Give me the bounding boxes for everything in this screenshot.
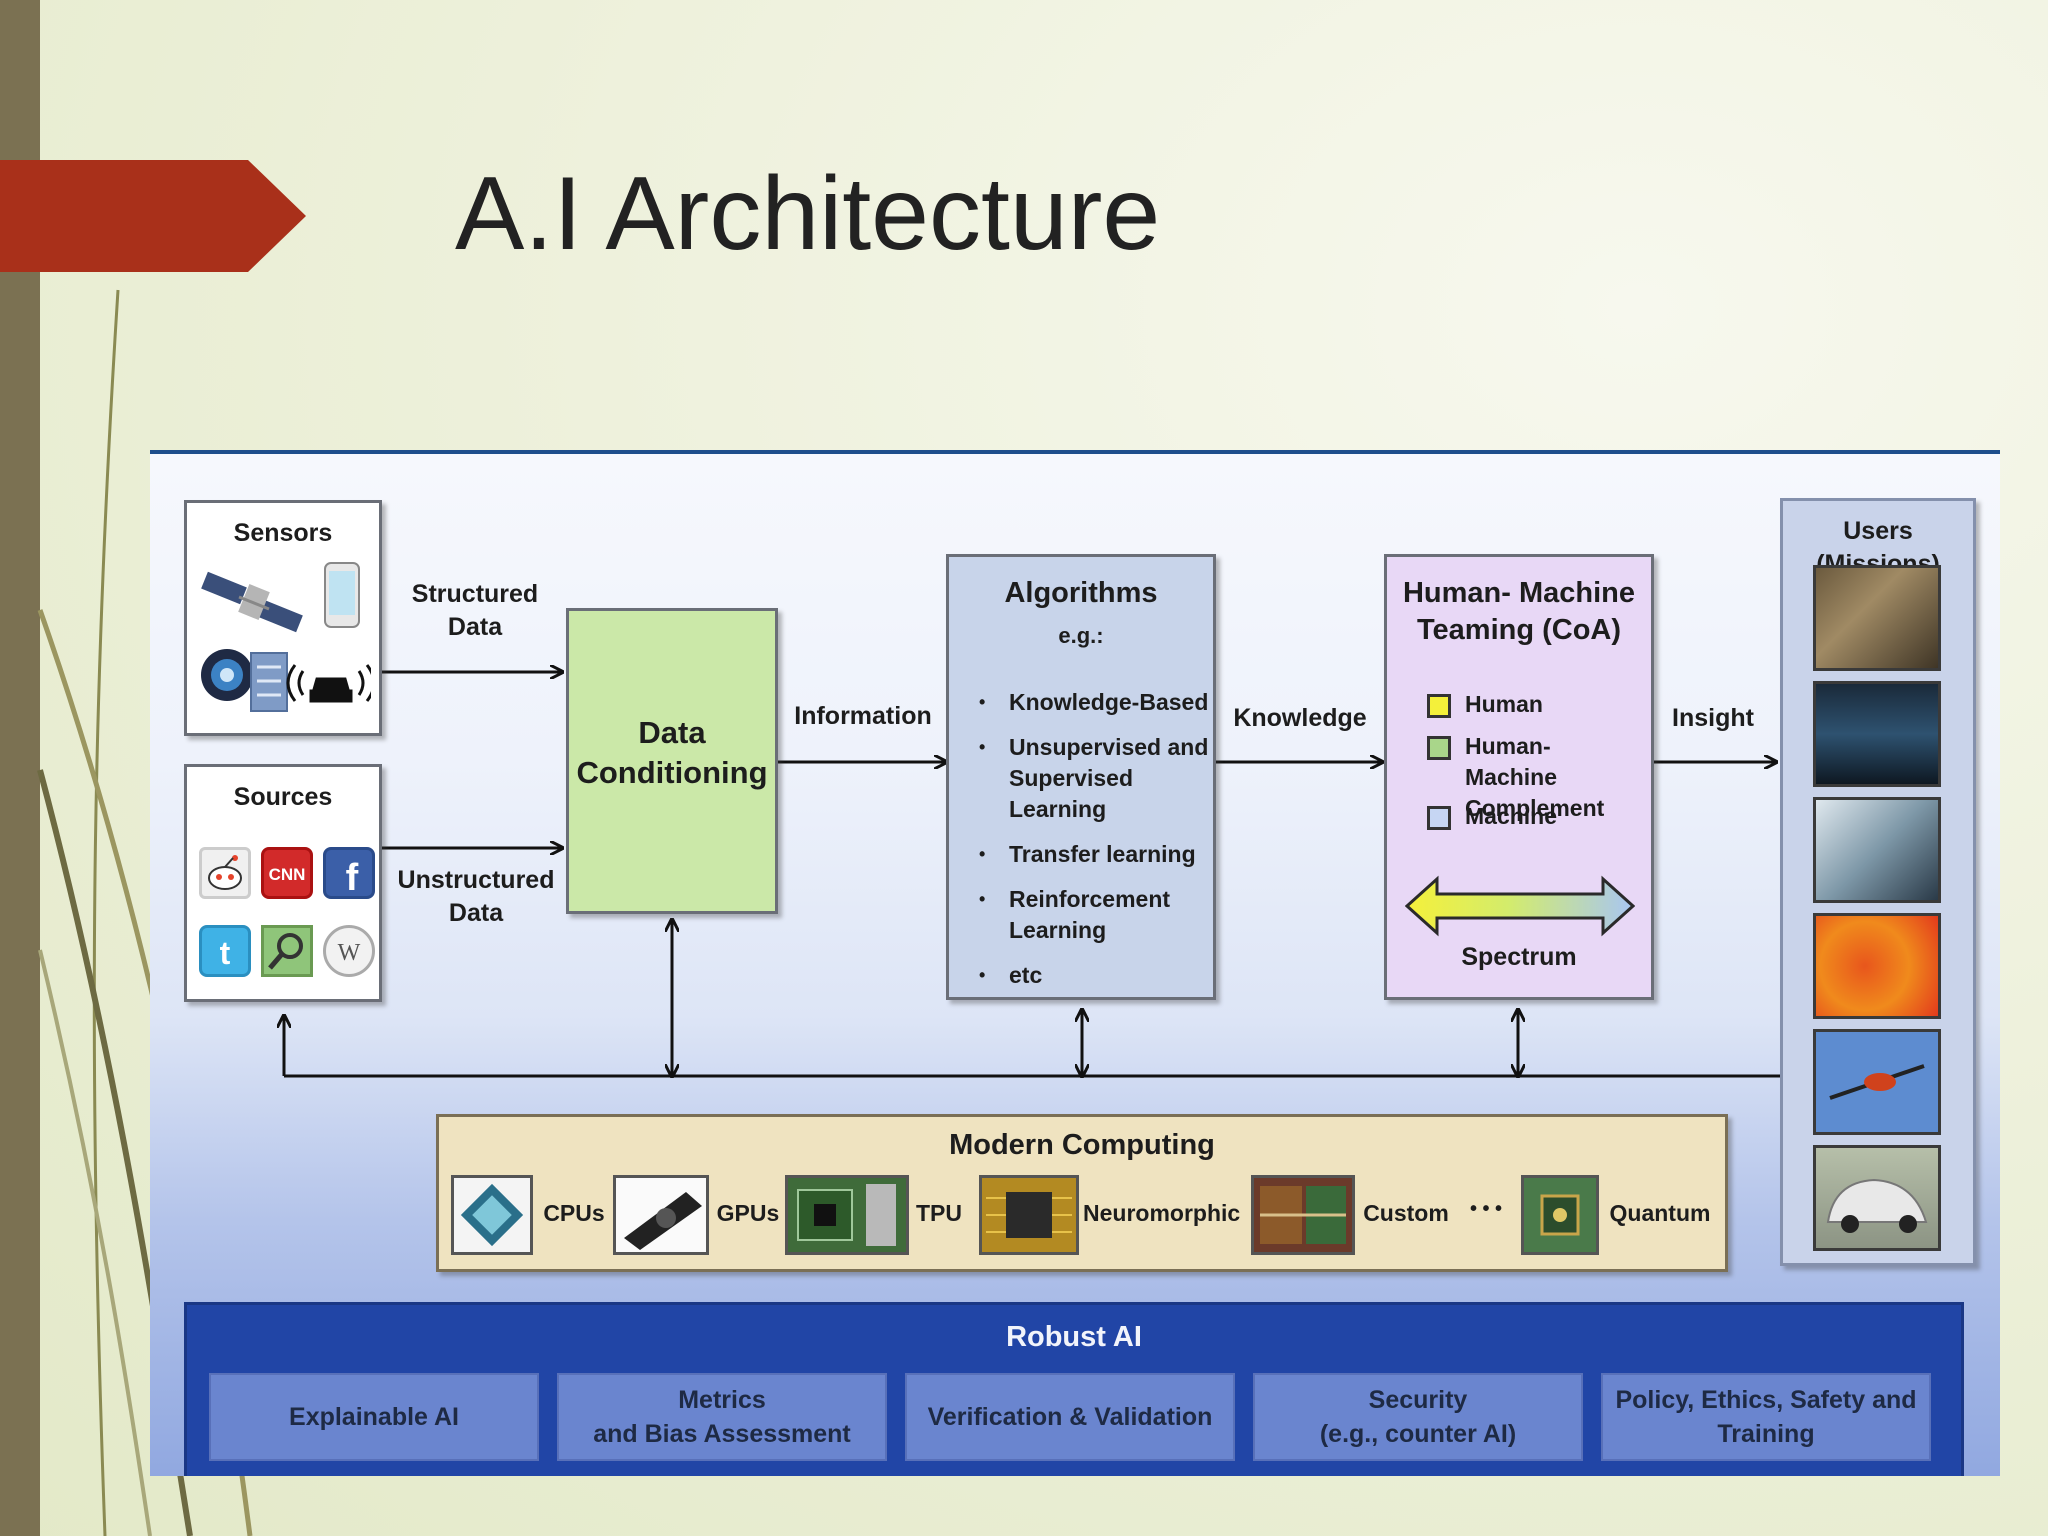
- sensors-box: Sensors: [184, 500, 382, 736]
- legend-item-human: Human: [1427, 689, 1543, 720]
- facebook-logo-icon: f: [323, 847, 375, 899]
- map-search-icon: [261, 925, 313, 977]
- self-driving-car-photo: [1813, 1145, 1941, 1251]
- algorithm-item: Unsupervised and Supervised Learning: [979, 732, 1209, 825]
- title-flag: [0, 160, 306, 272]
- insight-label: Insight: [1672, 704, 1754, 732]
- quantum-chip-icon: [1521, 1175, 1599, 1255]
- robust-ai-cell-explainable: Explainable AI: [209, 1373, 539, 1461]
- robust-ai-cell-verification: Verification & Validation: [905, 1373, 1235, 1461]
- building-icon: [250, 652, 288, 712]
- gpus-label: GPUs: [716, 1200, 780, 1226]
- tpu-board-icon: [785, 1175, 909, 1255]
- algorithms-list: Knowledge-Based Unsupervised and Supervi…: [979, 687, 1209, 1005]
- algorithm-item: etc: [979, 960, 1209, 991]
- sources-title: Sources: [233, 783, 333, 811]
- legend-item-complement: Human-Machine Complement: [1427, 731, 1637, 824]
- algorithm-item: Transfer learning: [979, 839, 1209, 870]
- operations-center-photo: [1813, 681, 1941, 787]
- knowledge-label: Knowledge: [1233, 704, 1367, 732]
- tpu-label: TPU: [916, 1200, 962, 1226]
- heat-map-photo: [1813, 913, 1941, 1019]
- machine-swatch: [1427, 806, 1451, 830]
- human-swatch: [1427, 694, 1451, 718]
- cpu-chip-icon: [451, 1175, 533, 1255]
- modern-computing-box: Modern Computing CPUs GPUs TPU Neuromorp…: [436, 1114, 1728, 1272]
- robust-ai-cell-security: Security(e.g., counter AI): [1253, 1373, 1583, 1461]
- ai-architecture-diagram: Sensors: [150, 450, 2000, 1476]
- quantum-label: Quantum: [1609, 1200, 1711, 1226]
- algorithms-box: Algorithms e.g.: Knowledge-Based Unsuper…: [946, 554, 1216, 1000]
- cpus-label: CPUs: [543, 1200, 605, 1226]
- users-missions-box: Users (Missions): [1780, 498, 1976, 1266]
- custom-hardware-icon: [1251, 1175, 1355, 1255]
- custom-label: Custom: [1363, 1200, 1449, 1226]
- ellipsis: • • •: [1469, 1198, 1503, 1220]
- drone-photo: [1813, 1029, 1941, 1135]
- soldiers-photo: [1813, 565, 1941, 671]
- robust-ai-title: Robust AI: [1006, 1321, 1142, 1353]
- algorithms-subtitle: e.g.:: [1058, 623, 1104, 648]
- neuromorphic-label: Neuromorphic: [1083, 1200, 1241, 1226]
- algorithm-item: Knowledge-Based: [979, 687, 1209, 718]
- camera-icon: [201, 649, 253, 701]
- algorithm-item: Reinforcement Learning: [979, 884, 1209, 946]
- cnn-logo-icon: CNN: [261, 847, 313, 899]
- smartphone-icon: [324, 562, 360, 628]
- slide-title: A.I Architecture: [455, 156, 1161, 272]
- svg-text:t: t: [220, 935, 231, 971]
- svg-text:CNN: CNN: [269, 865, 306, 884]
- connector-arrows: [150, 454, 1780, 1476]
- svg-text:f: f: [346, 857, 359, 896]
- reddit-logo-icon: [199, 847, 251, 899]
- sensors-title: Sensors: [233, 519, 333, 547]
- svg-text:W: W: [338, 940, 361, 966]
- algorithms-title: Algorithms: [1004, 577, 1158, 609]
- spectrum-label: Spectrum: [1461, 943, 1577, 971]
- satellite-icon: [201, 571, 303, 633]
- medical-lab-photo: [1813, 797, 1941, 903]
- information-label: Information: [794, 702, 932, 730]
- complement-swatch: [1427, 736, 1451, 760]
- neuromorphic-chip-icon: [979, 1175, 1079, 1255]
- sources-box: Sources CNN f t W: [184, 764, 382, 1002]
- wikipedia-logo-icon: W: [323, 925, 375, 977]
- legend-item-machine: Machine: [1427, 801, 1557, 832]
- spectrum-arrow-icon: [1405, 875, 1635, 937]
- modern-computing-title: Modern Computing: [949, 1129, 1215, 1161]
- connected-car-icon: [286, 664, 371, 703]
- gpu-card-icon: [613, 1175, 709, 1255]
- twitter-logo-icon: t: [199, 925, 251, 977]
